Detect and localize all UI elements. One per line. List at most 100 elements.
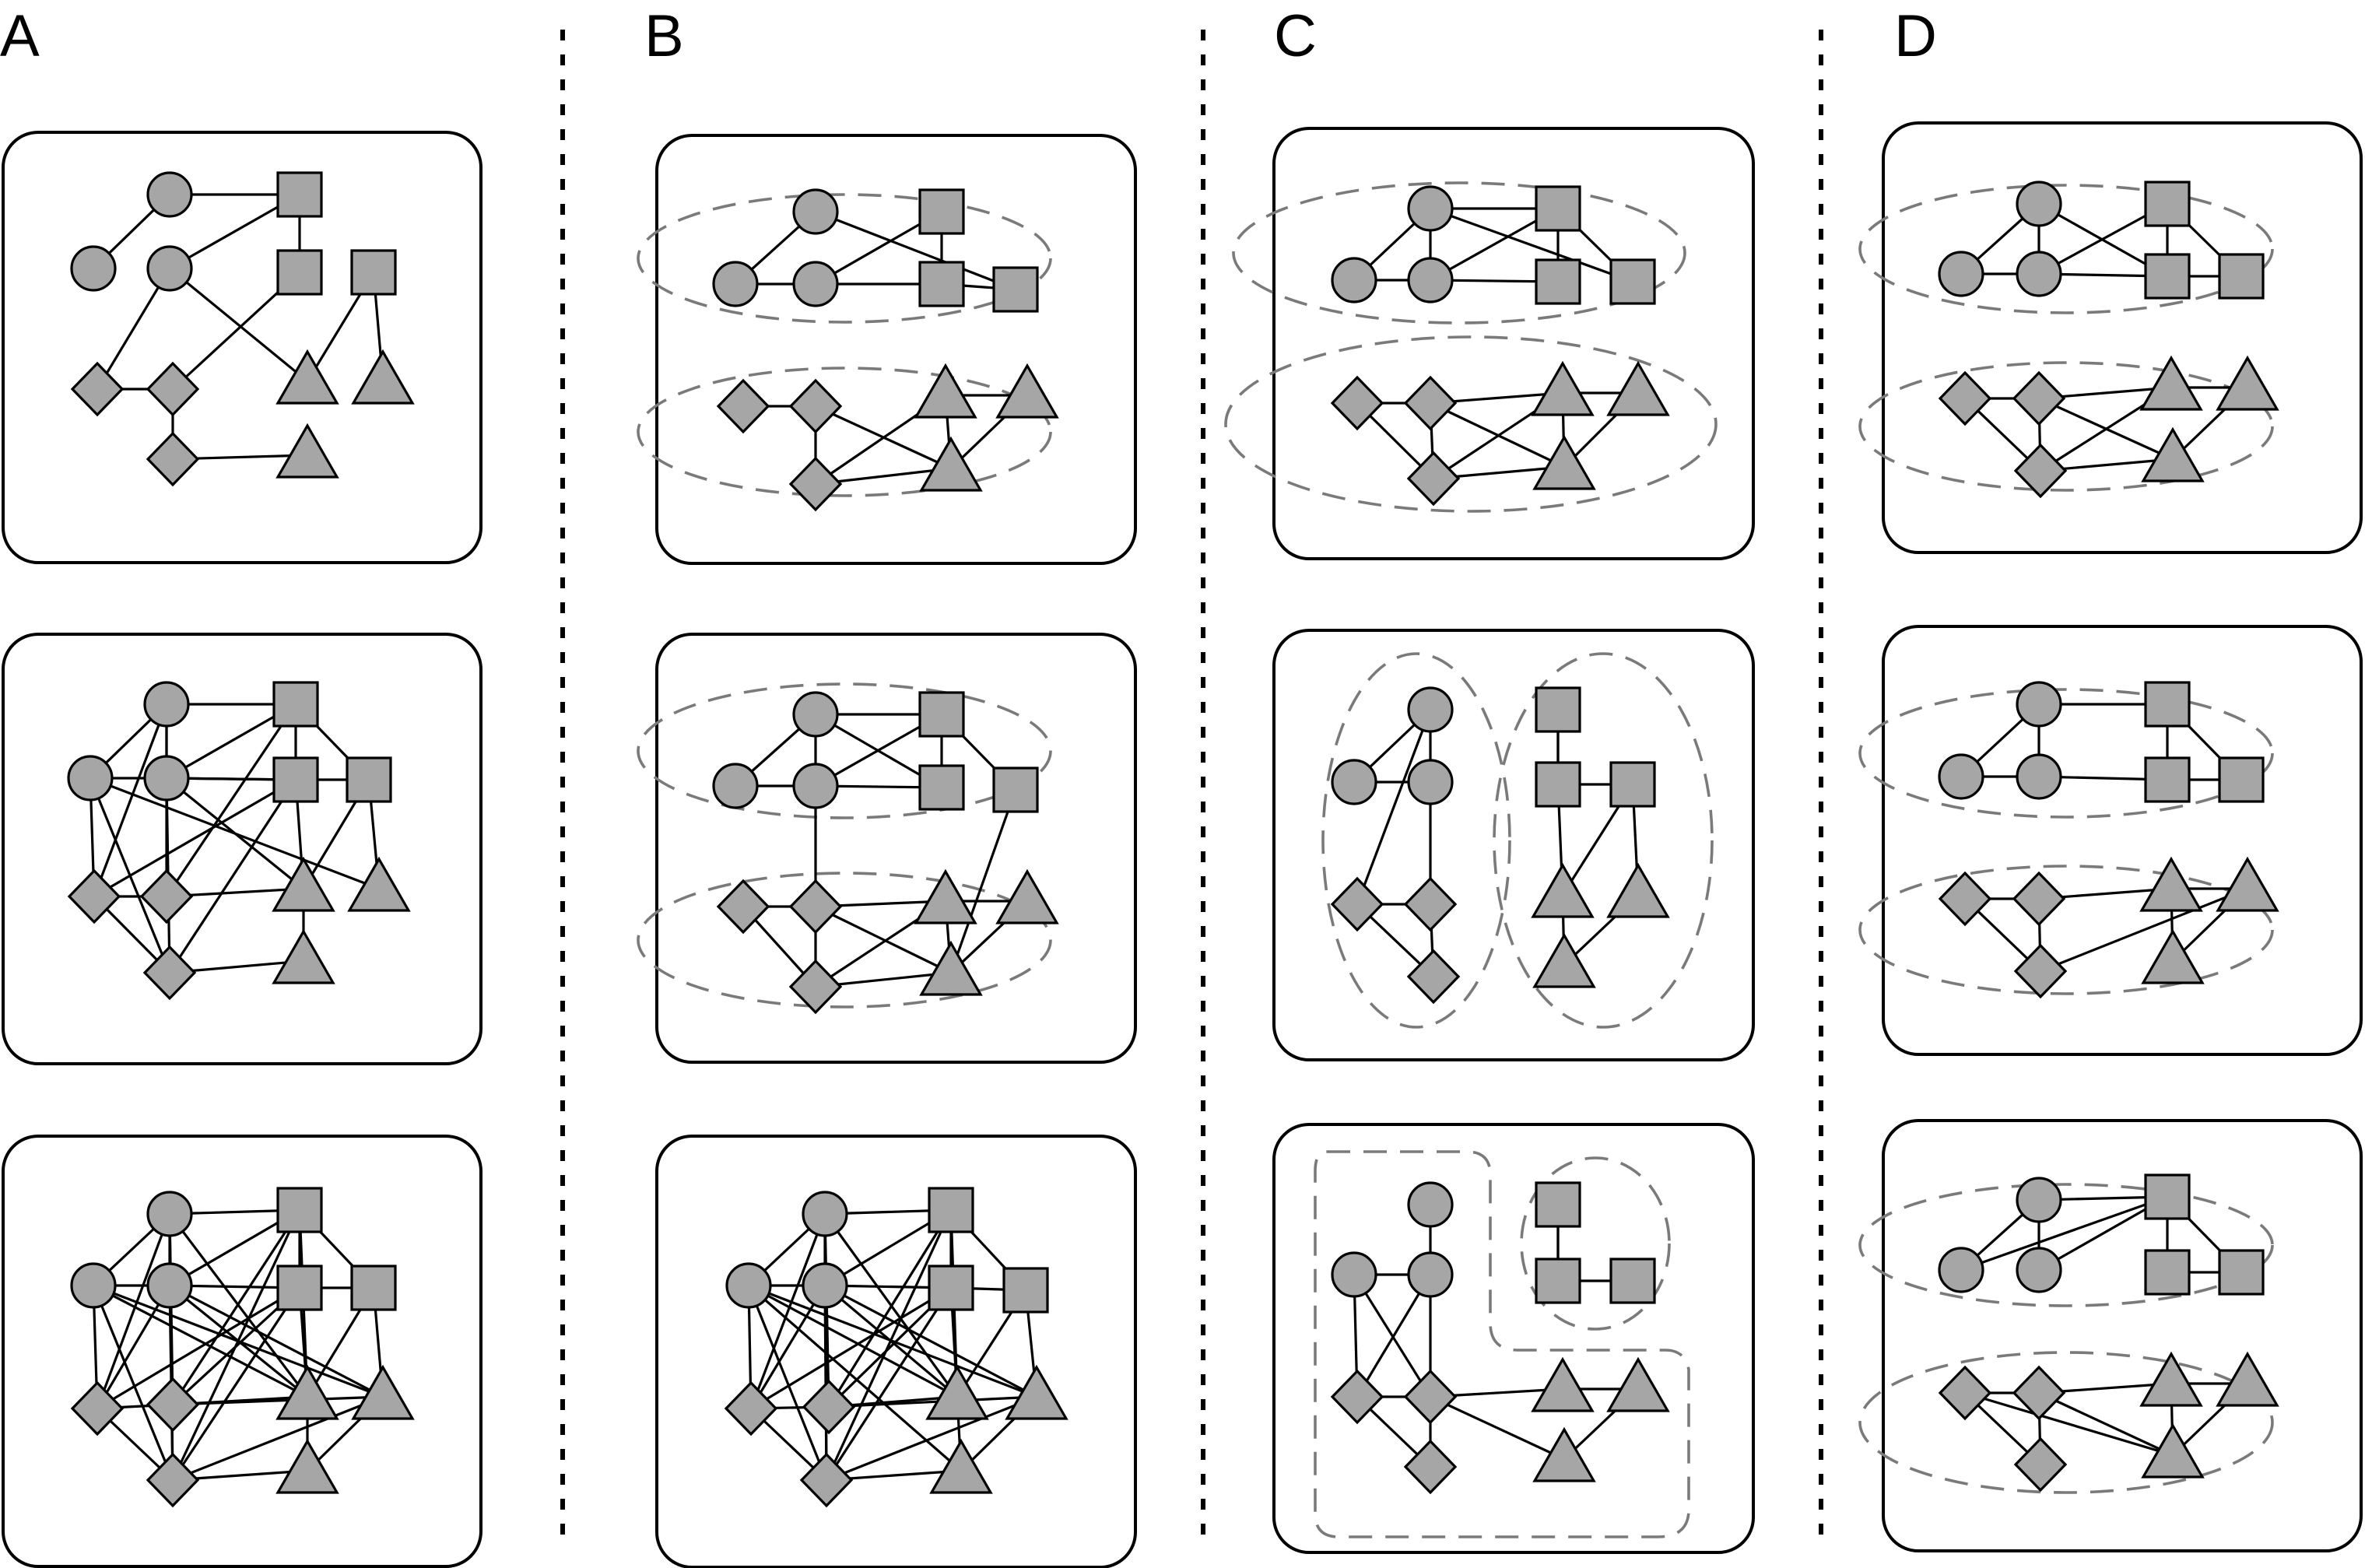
- edge: [949, 789, 1017, 973]
- square-node: [2144, 681, 2191, 728]
- network-box-b3: [655, 1135, 1137, 1568]
- circle-node: [792, 691, 839, 738]
- circle-node: [143, 681, 190, 728]
- square-node: [276, 249, 323, 296]
- triangle-node: [1531, 1356, 1595, 1412]
- square-node: [2144, 1173, 2191, 1220]
- edge: [747, 1284, 963, 1472]
- diamond-node: [1330, 1369, 1384, 1425]
- square-node: [350, 249, 397, 296]
- circle-node: [146, 1191, 193, 1237]
- triangle-node: [2139, 856, 2203, 912]
- edge: [171, 1209, 301, 1405]
- edge: [168, 779, 297, 973]
- triangle-node: [1005, 1364, 1068, 1420]
- edge: [96, 268, 171, 390]
- diamond-node: [2013, 943, 2068, 999]
- triangle-node: [914, 363, 977, 419]
- circle-node: [1331, 257, 1377, 303]
- square-node: [2218, 253, 2265, 300]
- diamond-node: [724, 1380, 778, 1436]
- edge: [1960, 1195, 2168, 1272]
- square-node: [2218, 756, 2265, 803]
- panel-label-c: C: [1274, 3, 1317, 69]
- edge: [747, 1285, 828, 1481]
- cluster-outline: [637, 193, 1052, 324]
- edge: [172, 1395, 384, 1406]
- circle-node: [1938, 251, 1984, 297]
- circle-node: [146, 1262, 193, 1309]
- triangle-node: [2141, 426, 2205, 482]
- triangle-node: [1606, 1356, 1670, 1412]
- triangle-node: [2139, 1351, 2203, 1407]
- edge: [93, 1284, 308, 1398]
- edge: [815, 210, 1016, 291]
- edge: [748, 1284, 958, 1398]
- edge: [1356, 1274, 1432, 1398]
- circle-node: [2016, 753, 2062, 800]
- diamond-node: [146, 431, 200, 487]
- triangle-node: [275, 349, 339, 405]
- circle-node: [802, 1191, 848, 1237]
- network-box-b2: [637, 633, 1137, 1064]
- box-frame: [655, 1135, 1137, 1568]
- cluster-outline: [1858, 865, 2274, 995]
- network-box-d2: [1858, 625, 2363, 1056]
- diamond-node: [2013, 1436, 2068, 1493]
- cluster-outline: [637, 872, 1052, 1009]
- triangle-node: [272, 856, 335, 912]
- circle-node: [1407, 1181, 1454, 1228]
- edge: [2038, 1391, 2174, 1457]
- edge: [748, 1284, 1037, 1398]
- diamond-node: [70, 1380, 125, 1436]
- triangle-node: [2141, 1422, 2205, 1479]
- edge: [828, 1395, 1037, 1408]
- box-frame: [1882, 1119, 2363, 1552]
- diamond-node: [146, 361, 200, 417]
- circle-node: [70, 1262, 117, 1309]
- square-node: [2218, 1249, 2265, 1296]
- square-node: [1609, 761, 1656, 808]
- network-box-a1: [2, 131, 482, 564]
- circle-node: [2016, 251, 2062, 297]
- square-node: [1609, 1258, 1656, 1304]
- circle-node: [802, 1262, 848, 1309]
- circle-node: [1331, 759, 1377, 805]
- circle-node: [792, 763, 839, 809]
- triangle-node: [347, 856, 411, 912]
- diamond-node: [802, 1379, 856, 1435]
- square-node: [1609, 258, 1656, 305]
- triangle-node: [1531, 360, 1595, 416]
- square-node: [918, 188, 965, 235]
- triangle-node: [914, 868, 977, 924]
- diamond-node: [2013, 443, 2068, 499]
- edge: [815, 905, 952, 974]
- square-node: [2144, 181, 2191, 227]
- square-node: [992, 766, 1039, 813]
- diamond-node: [788, 959, 843, 1015]
- circle-node: [143, 755, 190, 802]
- diamond-node: [716, 378, 770, 434]
- diamond-node: [2012, 871, 2066, 927]
- triangle-node: [2141, 928, 2205, 984]
- square-node: [1535, 761, 1581, 808]
- diamond-node: [788, 879, 843, 935]
- square-node: [272, 681, 319, 728]
- circle-node: [792, 188, 839, 235]
- cluster-outline: [1858, 688, 2274, 819]
- triangle-node: [1532, 932, 1596, 988]
- edge: [2040, 887, 2248, 973]
- diamond-node: [799, 1452, 854, 1508]
- circle-node: [712, 763, 759, 809]
- edge: [92, 1285, 174, 1481]
- diamond-node: [1406, 949, 1461, 1005]
- edge: [169, 1284, 384, 1398]
- panel-label-a: A: [0, 3, 40, 69]
- triangle-node: [1606, 862, 1670, 918]
- triangle-node: [2216, 1351, 2279, 1407]
- triangle-node: [351, 1364, 415, 1420]
- diamond-node: [70, 361, 125, 417]
- box-frame: [1882, 625, 2363, 1056]
- edge: [750, 1286, 952, 1410]
- box-frame: [655, 633, 1137, 1064]
